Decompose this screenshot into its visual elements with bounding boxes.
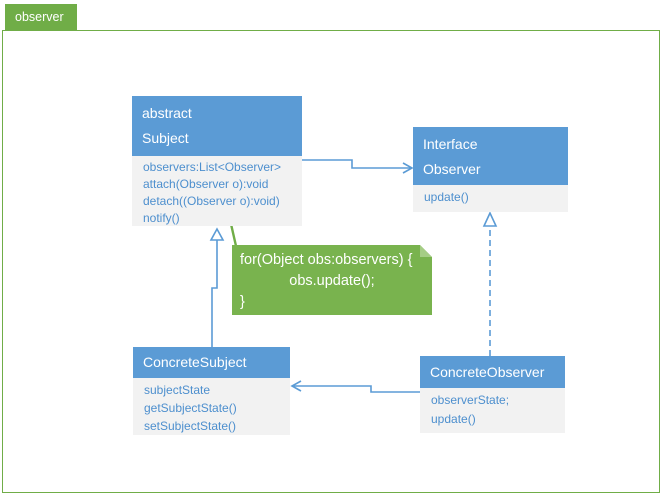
generalization-concretesubject-to-subject[interactable]	[209, 227, 225, 347]
class-name: Observer	[423, 161, 481, 177]
class-name: ConcreteSubject	[143, 354, 247, 370]
class-member: subjectState	[144, 383, 211, 397]
diagram-tab[interactable]: observer	[5, 4, 77, 30]
class-member: update()	[431, 412, 476, 426]
class-member: getSubjectState()	[144, 401, 237, 415]
class-member: observers:List<Observer>	[143, 160, 282, 174]
class-member: notify()	[143, 211, 180, 225]
note-text-line: obs.update();	[289, 273, 375, 289]
hollow-triangle-arrowhead-icon	[482, 211, 498, 227]
class-name: Subject	[142, 130, 189, 146]
class-member: update()	[424, 190, 469, 204]
class-box-subject[interactable]: abstract Subject observers:List<Observer…	[132, 96, 302, 226]
class-box-concreteobserver[interactable]: ConcreteObserver observerState; update()	[420, 356, 565, 433]
hollow-triangle-arrowhead-icon	[209, 227, 225, 241]
association-subject-to-observer[interactable]	[302, 159, 414, 174]
note-text-line: for(Object obs:observers) {	[240, 252, 413, 268]
class-box-concretesubject[interactable]: ConcreteSubject subjectState getSubjectS…	[133, 347, 290, 435]
class-member: detach((Observer o):void)	[143, 194, 280, 208]
note-text-line: }	[240, 294, 245, 310]
class-stereotype: Interface	[423, 136, 478, 152]
class-member: attach(Observer o):void	[143, 177, 269, 191]
class-member: observerState;	[431, 393, 510, 407]
class-name: ConcreteObserver	[430, 364, 545, 380]
open-arrowhead-left-icon	[290, 380, 302, 392]
class-box-observer[interactable]: Interface Observer update()	[413, 127, 568, 212]
note-anchor-line	[229, 223, 238, 247]
association-concreteobserver-to-concretesubject[interactable]	[290, 380, 420, 393]
diagram-frame	[2, 30, 660, 493]
open-arrowhead-right-icon	[402, 162, 414, 174]
note-observer-loop[interactable]: for(Object obs:observers) { obs.update()…	[232, 245, 432, 315]
class-stereotype: abstract	[142, 105, 192, 121]
realization-concreteobserver-to-observer[interactable]	[482, 211, 498, 356]
class-member: setSubjectState()	[144, 419, 237, 433]
